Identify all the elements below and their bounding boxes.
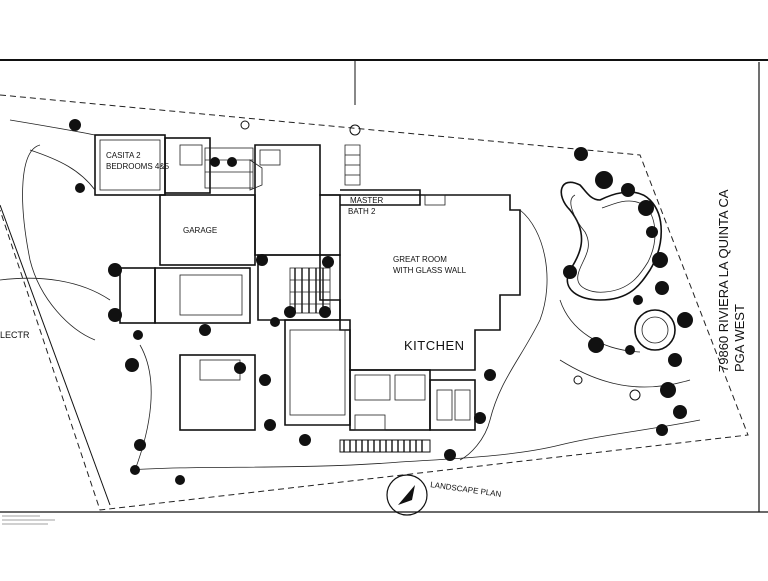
left-edge-label: LECTR xyxy=(0,330,30,340)
west-walk-edge xyxy=(134,344,152,471)
kitchen-label: KITCHEN xyxy=(404,338,465,353)
address-block: 79860 RIVIERA LA QUINTA CA PGA WEST xyxy=(716,189,747,372)
title-stamp: LANDSCAPE PLAN xyxy=(430,480,502,499)
stair-grid xyxy=(289,267,331,314)
lawn-edge xyxy=(459,209,548,461)
driveway-edge-2 xyxy=(0,277,111,301)
great-room-glass-label: WITH GLASS WALL xyxy=(393,266,467,275)
walk-edge xyxy=(9,119,96,136)
west-drive-curve xyxy=(29,149,96,191)
address-line-2: PGA WEST xyxy=(732,304,747,372)
sheet-notes-ticks xyxy=(2,515,55,525)
property-line xyxy=(0,94,749,511)
side-setback-line xyxy=(0,204,111,506)
driveway-edge xyxy=(22,144,96,341)
great-room-label: GREAT ROOM xyxy=(393,255,447,264)
south-walk-edge xyxy=(129,419,701,471)
master-bath-label: MASTER xyxy=(350,196,384,205)
garage-label: GARAGE xyxy=(183,226,217,235)
address-line-1: 79860 RIVIERA LA QUINTA CA xyxy=(716,189,731,372)
plantings xyxy=(69,119,693,485)
north-arrow-stamp xyxy=(386,474,428,516)
casita-bedrooms-label: BEDROOMS 4&5 xyxy=(106,162,170,171)
south-hedge xyxy=(339,439,431,453)
casita-label: CASITA 2 xyxy=(106,151,141,160)
master-bath-2-label: BATH 2 xyxy=(348,207,376,216)
house-walls xyxy=(119,144,521,431)
